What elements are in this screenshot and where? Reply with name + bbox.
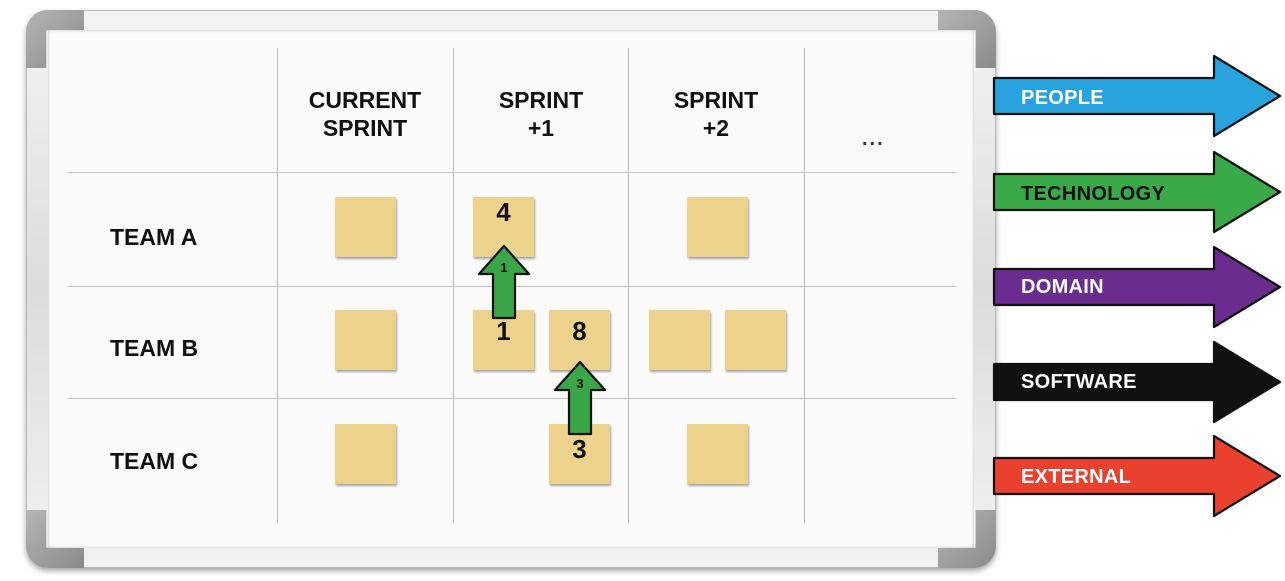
column-header-line: +2 [702,115,730,141]
sticky-note[interactable] [335,197,396,257]
grid-line [277,48,278,523]
concern-arrow-external [992,434,1282,518]
grid-line [68,398,956,399]
row-label-team-a: TEAM A [110,224,198,250]
more-columns-ellipsis: ... [862,128,885,150]
row-label-team-c: TEAM C [110,448,199,474]
column-header-line: CURRENT [308,87,422,113]
column-header-line: SPRINT [673,87,759,113]
concern-arrow-people [992,54,1282,138]
row-label-team-b: TEAM B [110,335,199,361]
sticky-note[interactable] [687,197,748,257]
column-header-line: +1 [527,115,555,141]
concern-label: TECHNOLOGY [1021,183,1166,205]
concern-arrow-technology [992,150,1282,234]
sticky-note[interactable] [687,424,748,484]
grid-line [453,48,454,523]
dependency-arrow-up: 1 [477,244,531,320]
concern-arrow-shape [992,54,1282,138]
sticky-note-numbered[interactable]: 1 [473,310,534,370]
grid-line [68,172,956,173]
dependency-arrow-label: 3 [576,376,583,391]
sticky-note[interactable] [725,310,786,370]
concern-arrow-shape [992,340,1282,424]
grid-line [628,48,629,523]
sticky-note-numbered[interactable]: 8 [549,310,610,370]
concern-arrow-shape [992,150,1282,234]
concern-label: SOFTWARE [1021,371,1137,393]
dependency-arrow-shape [553,360,607,436]
column-header-line: SPRINT [498,87,584,113]
sticky-note[interactable] [335,310,396,370]
dependency-arrow-label: 1 [500,260,507,275]
column-header-sprint-plus-1: SPRINT +1 [461,86,621,142]
concern-arrow-domain [992,245,1282,329]
dependency-arrow-up: 3 [553,360,607,436]
grid-line [804,48,805,523]
column-header-current-sprint: CURRENT SPRINT [285,86,445,142]
concern-label: DOMAIN [1021,276,1104,298]
concern-label: PEOPLE [1021,87,1104,109]
sticky-note[interactable] [649,310,710,370]
column-header-line: SPRINT [322,115,408,141]
concern-arrow-software [992,340,1282,424]
concern-arrow-shape [992,434,1282,518]
concern-label: EXTERNAL [1021,466,1132,488]
sticky-note[interactable] [335,424,396,484]
column-header-sprint-plus-2: SPRINT +2 [636,86,796,142]
dependency-arrow-shape [477,244,531,320]
concern-arrow-shape [992,245,1282,329]
